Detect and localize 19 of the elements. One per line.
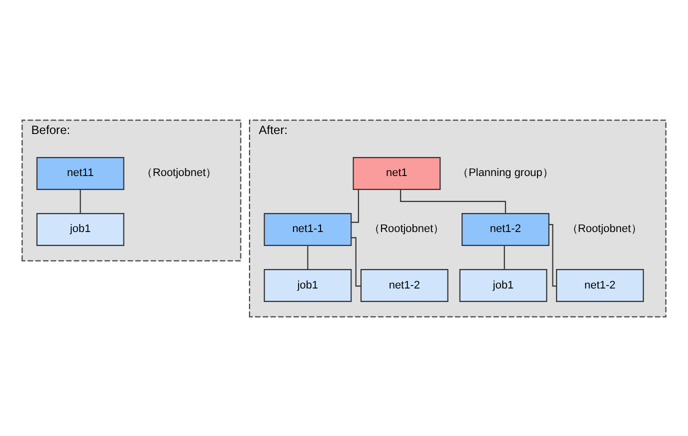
node-label: （Rootjobnet） [142, 166, 217, 179]
node-label: （Rootjobnet） [566, 222, 642, 235]
node-box: net1-2 [462, 212, 550, 246]
node-box: net1 [352, 156, 441, 190]
node-label: （Rootjobnet） [369, 222, 444, 235]
connector [400, 188, 506, 214]
node-box: net1-1 [264, 212, 352, 246]
node-box: net1-2 [360, 268, 448, 302]
node-box: net1-2 [556, 268, 644, 302]
node-box: job1 [36, 212, 124, 246]
connector [80, 189, 81, 214]
node-box: job1 [264, 268, 352, 302]
connector [504, 245, 505, 270]
connector [307, 245, 308, 270]
node-box: job1 [459, 268, 548, 302]
node-label: （Planning group） [458, 166, 554, 179]
node-box: net11 [36, 156, 124, 190]
connector [351, 236, 361, 286]
connector [351, 188, 360, 222]
